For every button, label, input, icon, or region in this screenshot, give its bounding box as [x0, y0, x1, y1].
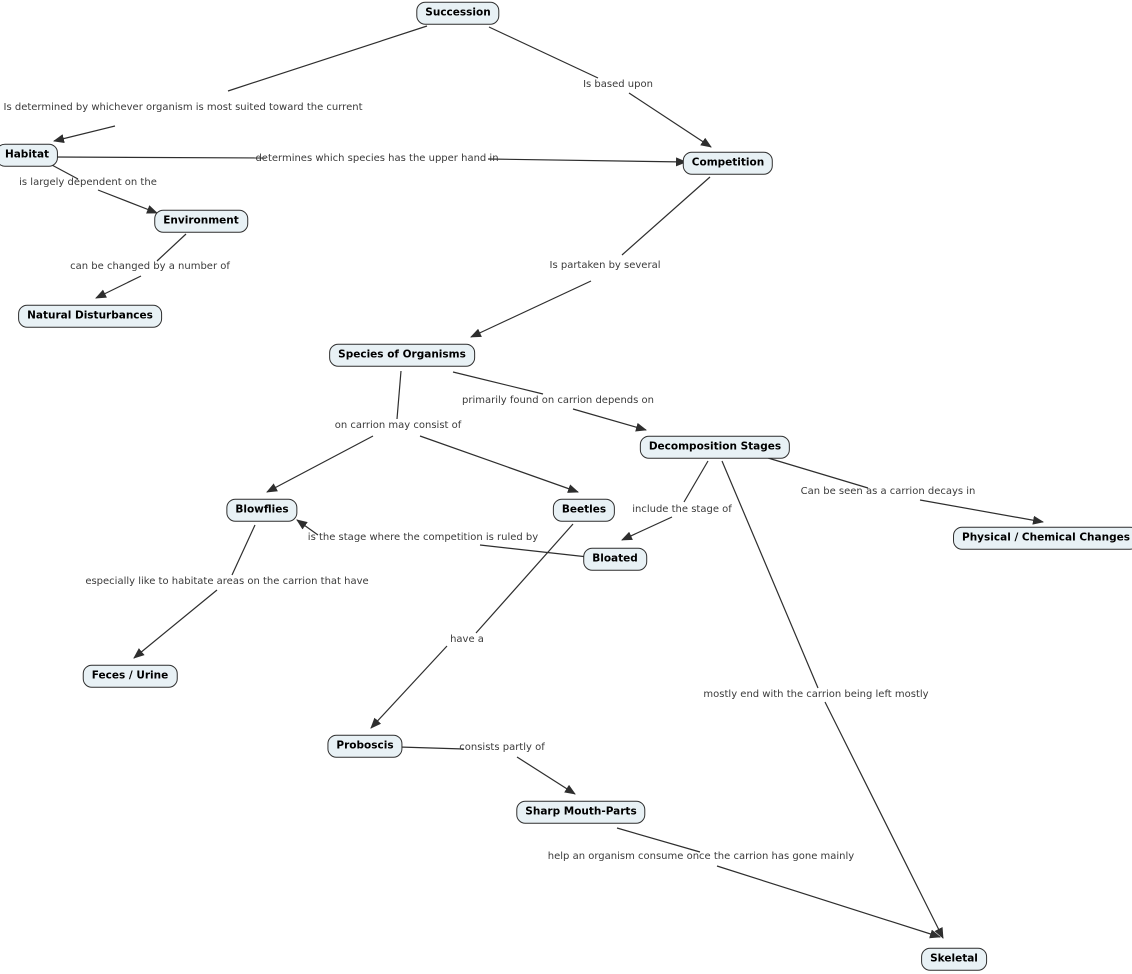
connector-decomposition-stages-to-physical-chemical-changes-seg1 — [919, 499, 1044, 525]
connector-succession-to-competition-seg1 — [628, 92, 712, 148]
node-environment[interactable]: Environment — [154, 209, 248, 233]
node-habitat[interactable]: Habitat — [0, 143, 59, 167]
connector-decomposition-stages-to-bloated-seg1 — [621, 516, 673, 541]
node-blowflies[interactable]: Blowflies — [226, 498, 298, 522]
connector-environment-to-natural-disturbances-seg0 — [156, 233, 187, 262]
connector-decomposition-stages-to-bloated-seg0 — [683, 460, 709, 503]
node-feces-urine[interactable]: Feces / Urine — [82, 664, 178, 688]
linking-phrase-bloated-to-blowflies: is the stage where the competition is ru… — [307, 532, 539, 543]
linking-phrase-species-of-organisms-to-decomposition-stages: primarily found on carrion depends on — [462, 395, 654, 406]
linking-phrase-habitat-to-competition: determines which species has the upper h… — [255, 153, 499, 164]
node-skeletal[interactable]: Skeletal — [921, 947, 987, 971]
linking-phrase-environment-to-natural-disturbances: can be changed by a number of — [70, 261, 230, 272]
node-decomposition-stages[interactable]: Decomposition Stages — [639, 435, 791, 459]
connector-blowflies-to-feces-urine-seg0 — [231, 524, 256, 576]
linking-phrase-decomposition-stages-to-physical-chemical-changes: Can be seen as a carrion decays in — [800, 486, 976, 497]
node-species-of-organisms[interactable]: Species of Organisms — [329, 343, 475, 367]
connector-sharp-mouth-parts-to-skeletal-seg1 — [716, 865, 941, 939]
linking-phrase-proboscis-to-sharp-mouth-parts: consists partly of — [459, 742, 545, 753]
connector-species-of-organisms-to-beetles-seg0 — [419, 435, 579, 493]
connector-proboscis-to-sharp-mouth-parts-seg1 — [516, 756, 576, 795]
linking-phrase-decomposition-stages-to-skeletal: mostly end with the carrion being left m… — [703, 689, 929, 700]
linking-phrase-succession-to-competition: Is based upon — [583, 79, 653, 90]
connector-bloated-to-blowflies-seg1 — [296, 519, 319, 536]
node-sharp-mouth-parts[interactable]: Sharp Mouth-Parts — [516, 800, 646, 824]
connector-succession-to-habitat-seg1 — [53, 125, 116, 143]
connector-habitat-to-competition-seg0 — [52, 156, 267, 159]
node-physical-chemical-changes[interactable]: Physical / Chemical Changes — [953, 526, 1132, 550]
connector-competition-to-species-of-organisms-seg1 — [470, 280, 592, 338]
node-succession[interactable]: Succession — [416, 1, 500, 25]
connector-succession-to-competition-seg0 — [488, 26, 599, 79]
connector-sharp-mouth-parts-to-skeletal-seg0 — [616, 827, 701, 853]
linking-phrase-blowflies-to-feces-urine: especially like to habitate areas on the… — [85, 576, 369, 587]
node-beetles[interactable]: Beetles — [552, 498, 616, 522]
linking-phrase-sharp-mouth-parts-to-skeletal: help an organism consume once the carrio… — [547, 851, 855, 862]
connector-beetles-to-proboscis-seg1 — [370, 645, 448, 729]
node-competition[interactable]: Competition — [682, 151, 774, 175]
node-natural-disturbances[interactable]: Natural Disturbances — [18, 304, 162, 328]
linking-phrase-decomposition-stages-to-bloated: include the stage of — [632, 504, 732, 515]
connector-blowflies-to-feces-urine-seg1 — [133, 589, 218, 659]
linking-phrase-species-of-organisms-to-blowflies: on carrion may consist of — [334, 420, 462, 431]
connector-beetles-to-proboscis-seg0 — [475, 523, 574, 634]
connector-decomposition-stages-to-skeletal-seg1 — [824, 701, 944, 939]
connector-species-of-organisms-to-decomposition-stages-seg1 — [572, 408, 647, 432]
connector-bloated-to-blowflies-seg0 — [479, 544, 589, 558]
connector-competition-to-species-of-organisms-seg0 — [621, 176, 711, 256]
connector-proboscis-to-sharp-mouth-parts-seg0 — [398, 746, 465, 750]
connector-habitat-to-environment-seg0 — [49, 163, 79, 180]
linking-phrase-beetles-to-proboscis: have a — [450, 634, 484, 645]
connector-habitat-to-environment-seg1 — [97, 189, 158, 214]
connector-succession-to-habitat-seg0 — [227, 25, 428, 92]
node-proboscis[interactable]: Proboscis — [327, 734, 403, 758]
connector-decomposition-stages-to-skeletal-seg0 — [721, 460, 819, 689]
connector-species-of-organisms-to-decomposition-stages-seg0 — [452, 371, 544, 395]
connector-decomposition-stages-to-physical-chemical-changes-seg0 — [767, 457, 869, 489]
linking-phrase-succession-to-habitat: Is determined by whichever organism is m… — [3, 102, 363, 113]
linking-phrase-competition-to-species-of-organisms: Is partaken by several — [549, 260, 661, 271]
node-bloated[interactable]: Bloated — [583, 547, 647, 571]
connector-lines — [49, 25, 1044, 939]
connector-habitat-to-competition-seg1 — [487, 157, 687, 167]
connector-environment-to-natural-disturbances-seg1 — [95, 275, 142, 299]
connector-species-of-organisms-to-blowflies-seg0 — [396, 370, 402, 420]
linking-phrase-habitat-to-environment: is largely dependent on the — [19, 177, 157, 188]
connector-species-of-organisms-to-blowflies-seg1 — [266, 435, 374, 493]
